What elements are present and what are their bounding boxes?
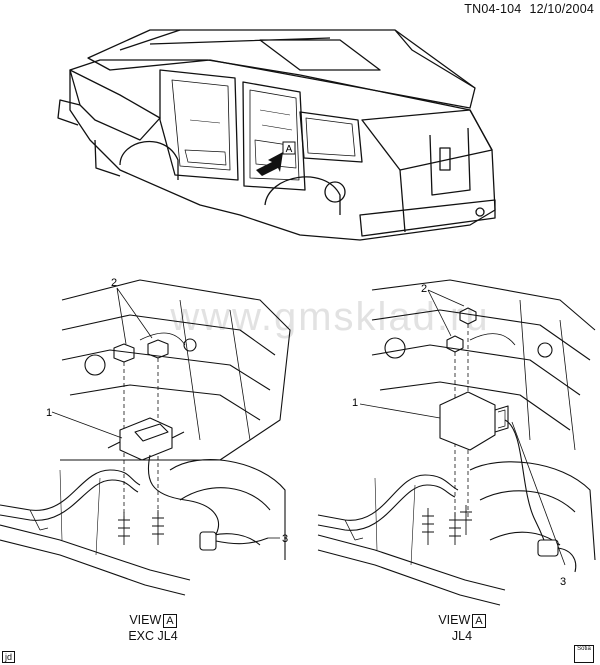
view-a-callout-letter: A [286, 144, 293, 155]
right-callout-2: 2 [421, 283, 427, 295]
right-panel-illustration [317, 279, 596, 606]
left-view-word: VIEW [129, 613, 162, 627]
left-view-caption: EXC JL4 [128, 629, 178, 643]
right-view-letter-box: A [472, 614, 486, 628]
left-callout-2: 2 [111, 277, 117, 289]
left-callout-3: 3 [282, 533, 288, 545]
publisher-logo-icon: Sotia [574, 645, 594, 663]
drawing-header: TN04-104 12/10/2004 [456, 2, 594, 16]
left-panel-illustration [0, 279, 291, 596]
right-view-word: VIEW [438, 613, 471, 627]
left-view-letter-box: A [163, 614, 177, 628]
vehicle-illustration [57, 29, 496, 241]
drawing-id-tag: jd [2, 651, 16, 663]
right-callout-1: 1 [352, 397, 358, 409]
location-arrow-icon [256, 152, 283, 176]
right-view-caption: JL4 [451, 629, 473, 643]
left-callout-1: 1 [46, 407, 52, 419]
drawing-code: TN04-104 [464, 2, 522, 16]
view-a-callout-box [282, 141, 296, 155]
drawing-date: 12/10/2004 [529, 2, 594, 16]
right-callout-3: 3 [560, 576, 566, 588]
